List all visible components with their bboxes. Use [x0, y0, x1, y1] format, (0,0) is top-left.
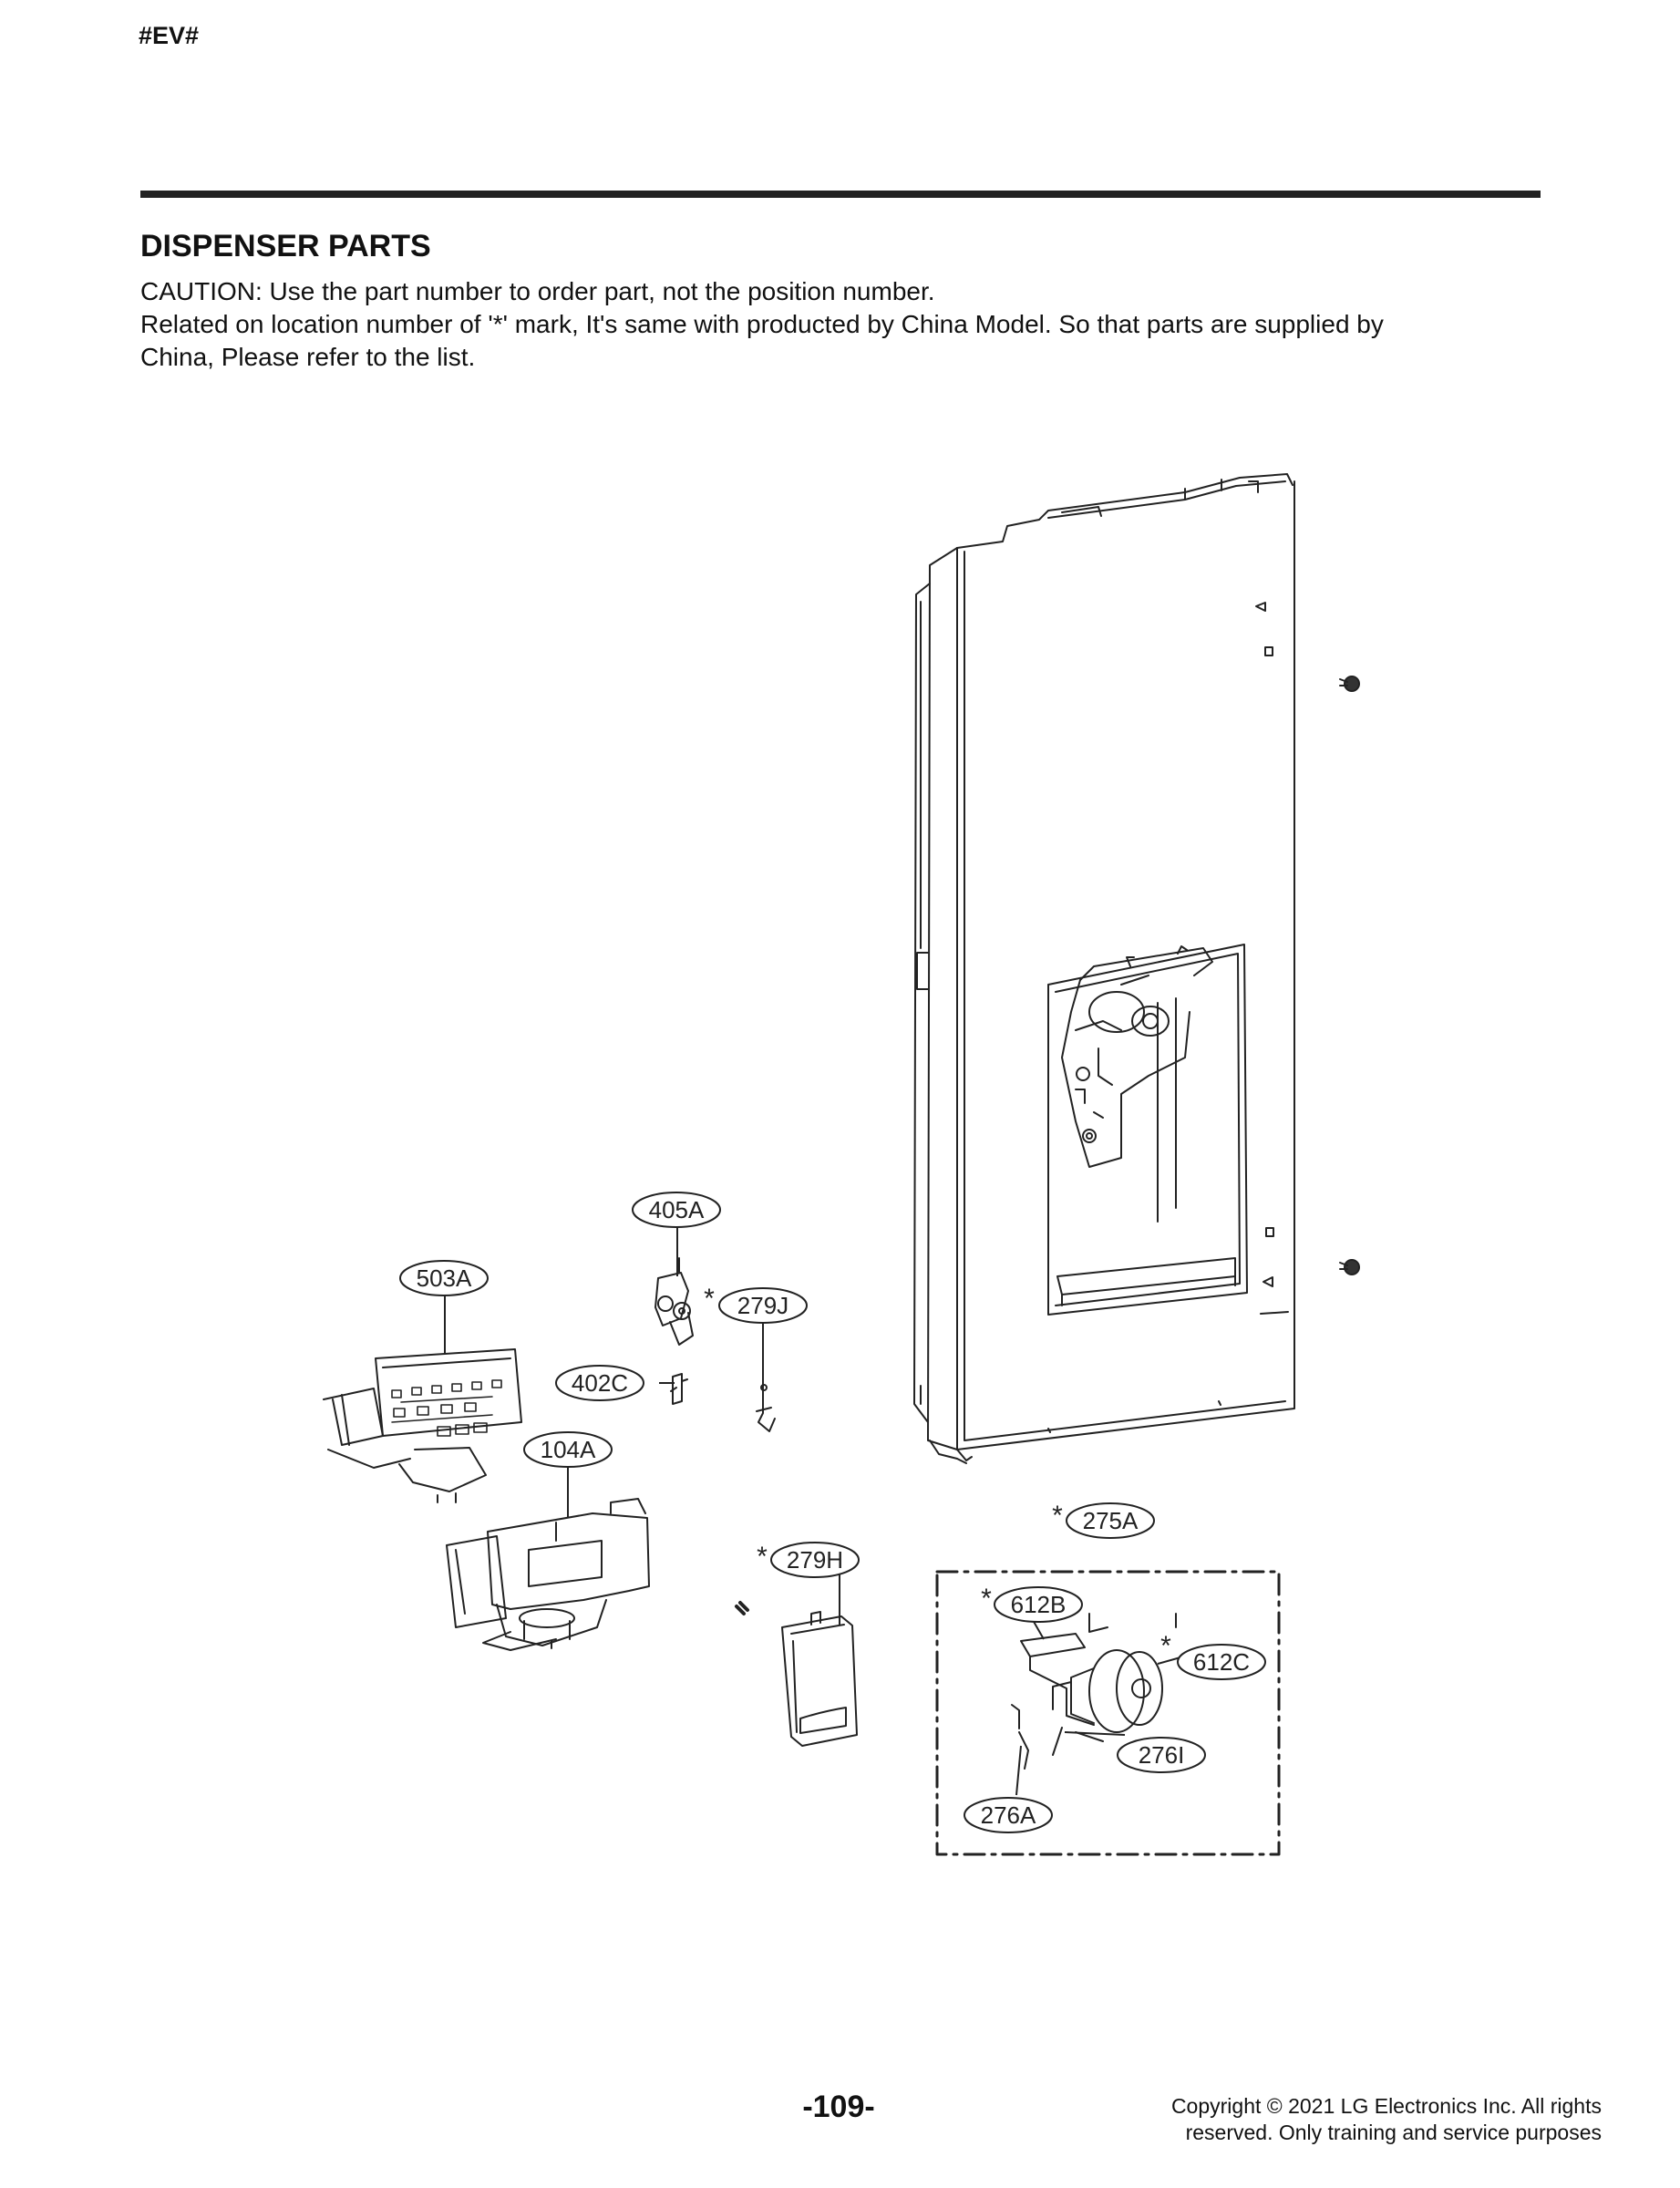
svg-text:276A: 276A	[981, 1801, 1036, 1829]
callout-279H: * 279H	[757, 1542, 860, 1578]
callout-275A: * 275A	[1052, 1501, 1155, 1539]
cover-drawing	[735, 1601, 858, 1747]
svg-text:*: *	[1160, 1631, 1171, 1661]
leader-lines	[444, 1224, 1181, 1796]
section-divider	[140, 191, 1541, 198]
svg-text:612C: 612C	[1193, 1648, 1250, 1676]
callout-503A: 503A	[399, 1260, 489, 1296]
svg-text:*: *	[981, 1584, 992, 1614]
svg-text:275A: 275A	[1083, 1507, 1139, 1534]
caution-line-1: CAUTION: Use the part number to order pa…	[140, 277, 935, 305]
dispenser-housing-drawing	[446, 1498, 650, 1651]
svg-text:279J: 279J	[737, 1292, 788, 1319]
callout-612B: * 612B	[981, 1584, 1083, 1623]
caution-line-3: China, Please refer to the list.	[140, 343, 476, 371]
callout-402C: 402C	[555, 1365, 644, 1401]
svg-text:402C: 402C	[572, 1369, 628, 1397]
assembly-group-box	[935, 1570, 1281, 1856]
svg-text:612B: 612B	[1011, 1591, 1067, 1618]
flap-motor-drawing	[1011, 1613, 1177, 1770]
section-title: DISPENSER PARTS	[140, 229, 431, 263]
caution-text: CAUTION: Use the part number to order pa…	[140, 275, 1562, 374]
svg-text:503A: 503A	[417, 1264, 472, 1292]
lever-drawing	[756, 1376, 776, 1432]
copyright-notice: Copyright © 2021 LG Electronics Inc. All…	[1018, 2093, 1602, 2146]
copyright-line-1: Copyright © 2021 LG Electronics Inc. All…	[1170, 2094, 1602, 2118]
page-number: -109-	[802, 2090, 875, 2124]
callout-276A: 276A	[964, 1797, 1053, 1833]
callout-279J: * 279J	[704, 1284, 808, 1324]
control-panel-drawing	[323, 1348, 522, 1503]
switch-drawing	[670, 1373, 688, 1405]
document-code: #EV#	[139, 22, 200, 49]
callout-276I: 276I	[1117, 1737, 1206, 1773]
caution-line-2: Related on location number of '*' mark, …	[140, 310, 1384, 338]
svg-text:*: *	[704, 1284, 715, 1314]
svg-text:*: *	[1052, 1501, 1063, 1531]
svg-text:279H: 279H	[787, 1546, 843, 1574]
svg-text:*: *	[757, 1542, 768, 1572]
copyright-line-2: reserved. Only training and service purp…	[1185, 2121, 1602, 2144]
callout-104A: 104A	[523, 1431, 613, 1468]
svg-text:104A: 104A	[541, 1436, 596, 1463]
door-panel-drawing	[913, 473, 1360, 1464]
callout-612C: * 612C	[1160, 1631, 1266, 1680]
solenoid-drawing	[654, 1257, 694, 1346]
svg-text:276I: 276I	[1139, 1741, 1185, 1769]
callout-405A: 405A	[632, 1192, 721, 1228]
svg-text:405A: 405A	[649, 1196, 705, 1223]
